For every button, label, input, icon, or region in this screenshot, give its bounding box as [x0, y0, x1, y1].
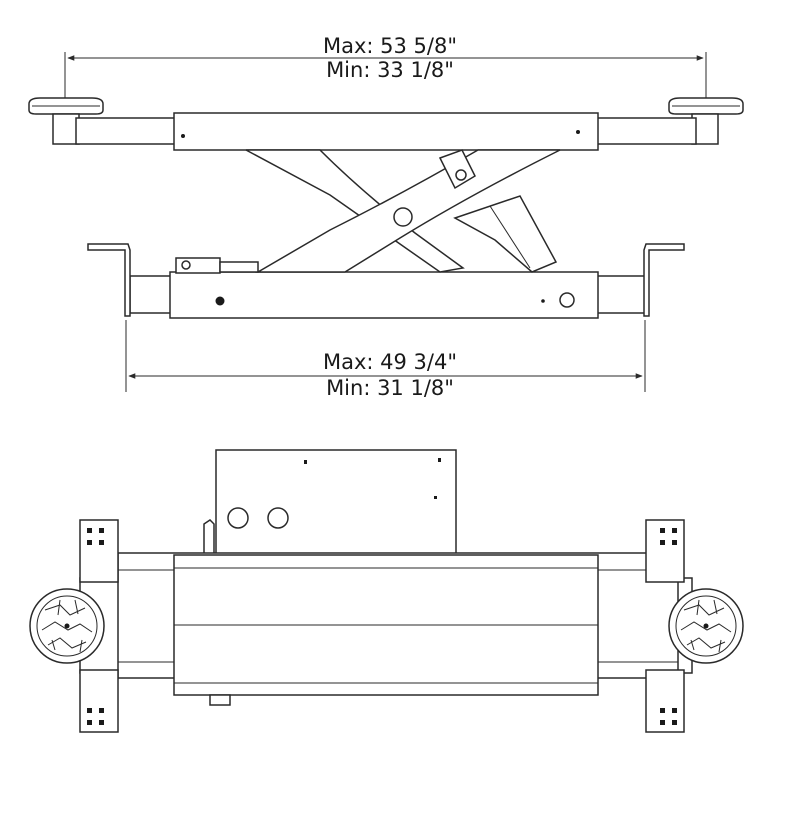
main-body	[173, 554, 599, 706]
left-rubber-pad	[29, 588, 105, 664]
upper-beam	[75, 112, 697, 151]
body-bottom-tab	[209, 694, 231, 706]
hydraulic-cylinder	[453, 195, 558, 273]
bottom-dimension: Max: 49 3/4" Min: 31 1/8"	[125, 320, 646, 400]
bottom-dim-min-label: Min: 31 1/8"	[326, 376, 454, 400]
right-saddle-pad	[668, 97, 744, 145]
scissor-mechanism	[175, 149, 561, 274]
left-mounting-bracket	[87, 243, 131, 317]
control-box	[203, 449, 457, 571]
top-view	[29, 449, 744, 733]
upper-cylinder-mount	[438, 149, 476, 190]
right-rubber-pad	[668, 588, 744, 664]
scissor-pivot	[393, 207, 413, 227]
lower-beam	[129, 271, 647, 319]
right-end-plates	[645, 519, 685, 733]
right-mounting-bracket	[643, 243, 685, 317]
side-view: Max: 53 5/8" Min: 33 1/8"	[28, 34, 744, 400]
top-dim-min-label: Min: 33 1/8"	[326, 58, 454, 82]
top-dim-max-label: Max: 53 5/8"	[323, 34, 457, 58]
bottom-dim-max-label: Max: 49 3/4"	[323, 350, 457, 374]
top-dimension: Max: 53 5/8" Min: 33 1/8"	[64, 34, 707, 110]
left-end-plates	[79, 519, 119, 733]
